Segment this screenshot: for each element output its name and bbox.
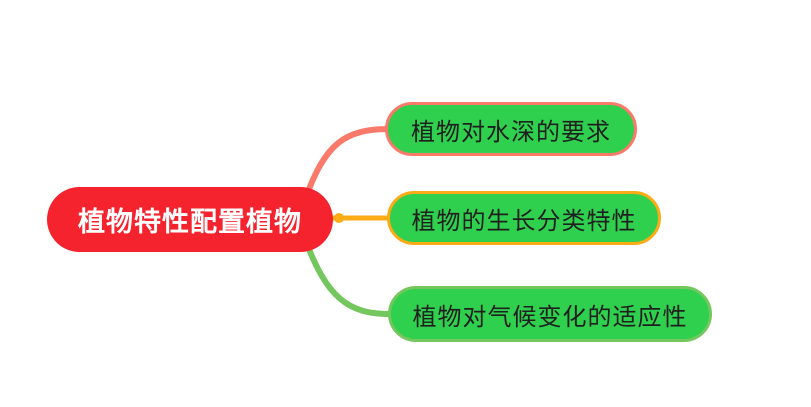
- child-node-label: 植物对气候变化的适应性: [412, 303, 688, 331]
- connection-root-to-child-3: [302, 236, 393, 317]
- root-node[interactable]: 植物特性配置植物: [47, 187, 333, 252]
- connection-root-to-child-1: [302, 126, 393, 203]
- root-node-label: 植物特性配置植物: [78, 207, 302, 237]
- child-node-water-depth[interactable]: 植物对水深的要求: [385, 102, 637, 156]
- child-node-label: 植物对水深的要求: [411, 118, 611, 146]
- child-node-label: 植物的生长分类特性: [411, 207, 637, 235]
- child-node-climate-adaptability[interactable]: 植物对气候变化的适应性: [388, 286, 712, 342]
- child-node-growth-category[interactable]: 植物的生长分类特性: [387, 191, 661, 245]
